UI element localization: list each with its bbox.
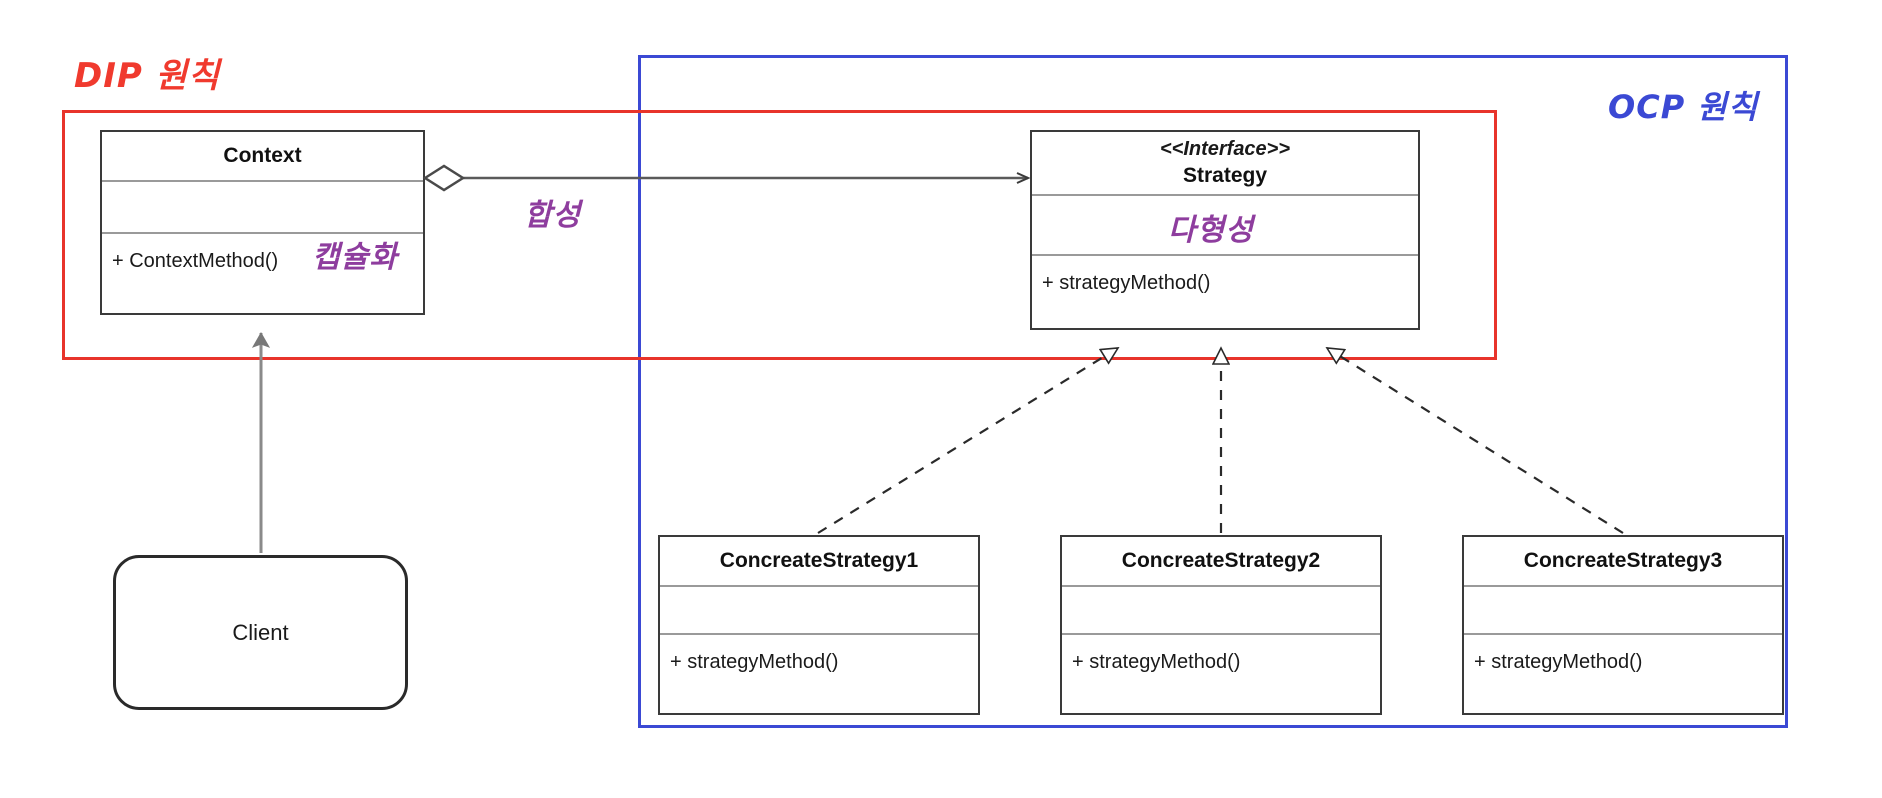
class-operations-compartment: + strategyMethod()	[660, 633, 978, 713]
node-box-client[interactable]: Client	[113, 555, 408, 710]
class-attributes-compartment	[1062, 585, 1380, 633]
annotation-composition: 합성	[524, 198, 582, 233]
class-operation: + ContextMethod()	[112, 250, 279, 272]
annotation-encapsulation: 캡슐화	[312, 240, 398, 275]
class-box-strategy[interactable]: <<Interface>> Strategy + strategyMethod(…	[1030, 130, 1420, 330]
class-box-concreate-strategy-1[interactable]: ConcreateStrategy1 + strategyMethod()	[658, 535, 980, 715]
interface-stereotype: <<Interface>>	[1159, 137, 1291, 160]
class-title-compartment: Context	[102, 132, 423, 180]
class-box-concreate-strategy-2[interactable]: ConcreateStrategy2 + strategyMethod()	[1060, 535, 1382, 715]
class-box-context[interactable]: Context + ContextMethod()	[100, 130, 425, 315]
class-operations-compartment: + ContextMethod()	[102, 232, 423, 313]
class-title-compartment: ConcreateStrategy3	[1464, 537, 1782, 585]
class-name-concreate-strategy-1: ConcreateStrategy1	[719, 549, 919, 573]
class-attributes-compartment	[1464, 585, 1782, 633]
interface-operations-compartment: + strategyMethod()	[1032, 254, 1418, 328]
group-boundary-ocp	[638, 55, 1788, 728]
class-name-strategy: Strategy	[1182, 163, 1268, 187]
class-operation: + strategyMethod()	[1042, 272, 1211, 294]
class-attributes-compartment	[102, 180, 423, 232]
class-operation: + strategyMethod()	[670, 651, 839, 673]
class-title-compartment: ConcreateStrategy2	[1062, 537, 1380, 585]
group-label-ocp: OCP 원칙	[1608, 88, 1759, 126]
class-box-concreate-strategy-3[interactable]: ConcreateStrategy3 + strategyMethod()	[1462, 535, 1784, 715]
class-name-concreate-strategy-2: ConcreateStrategy2	[1121, 549, 1321, 573]
class-operation: + strategyMethod()	[1072, 651, 1241, 673]
class-attributes-compartment	[660, 585, 978, 633]
class-operations-compartment: + strategyMethod()	[1062, 633, 1380, 713]
class-name-concreate-strategy-3: ConcreateStrategy3	[1523, 549, 1723, 573]
class-operation: + strategyMethod()	[1474, 651, 1643, 673]
group-boundary-dip	[62, 110, 1497, 360]
annotation-polymorphism: 다형성	[1168, 213, 1254, 248]
interface-attributes-compartment	[1032, 194, 1418, 254]
class-operations-compartment: + strategyMethod()	[1464, 633, 1782, 713]
class-title-compartment: ConcreateStrategy1	[660, 537, 978, 585]
node-label-client: Client	[232, 619, 289, 645]
group-label-dip: DIP 원칙	[74, 56, 221, 96]
interface-title-compartment: <<Interface>> Strategy	[1032, 132, 1418, 194]
class-name-context: Context	[223, 144, 302, 168]
